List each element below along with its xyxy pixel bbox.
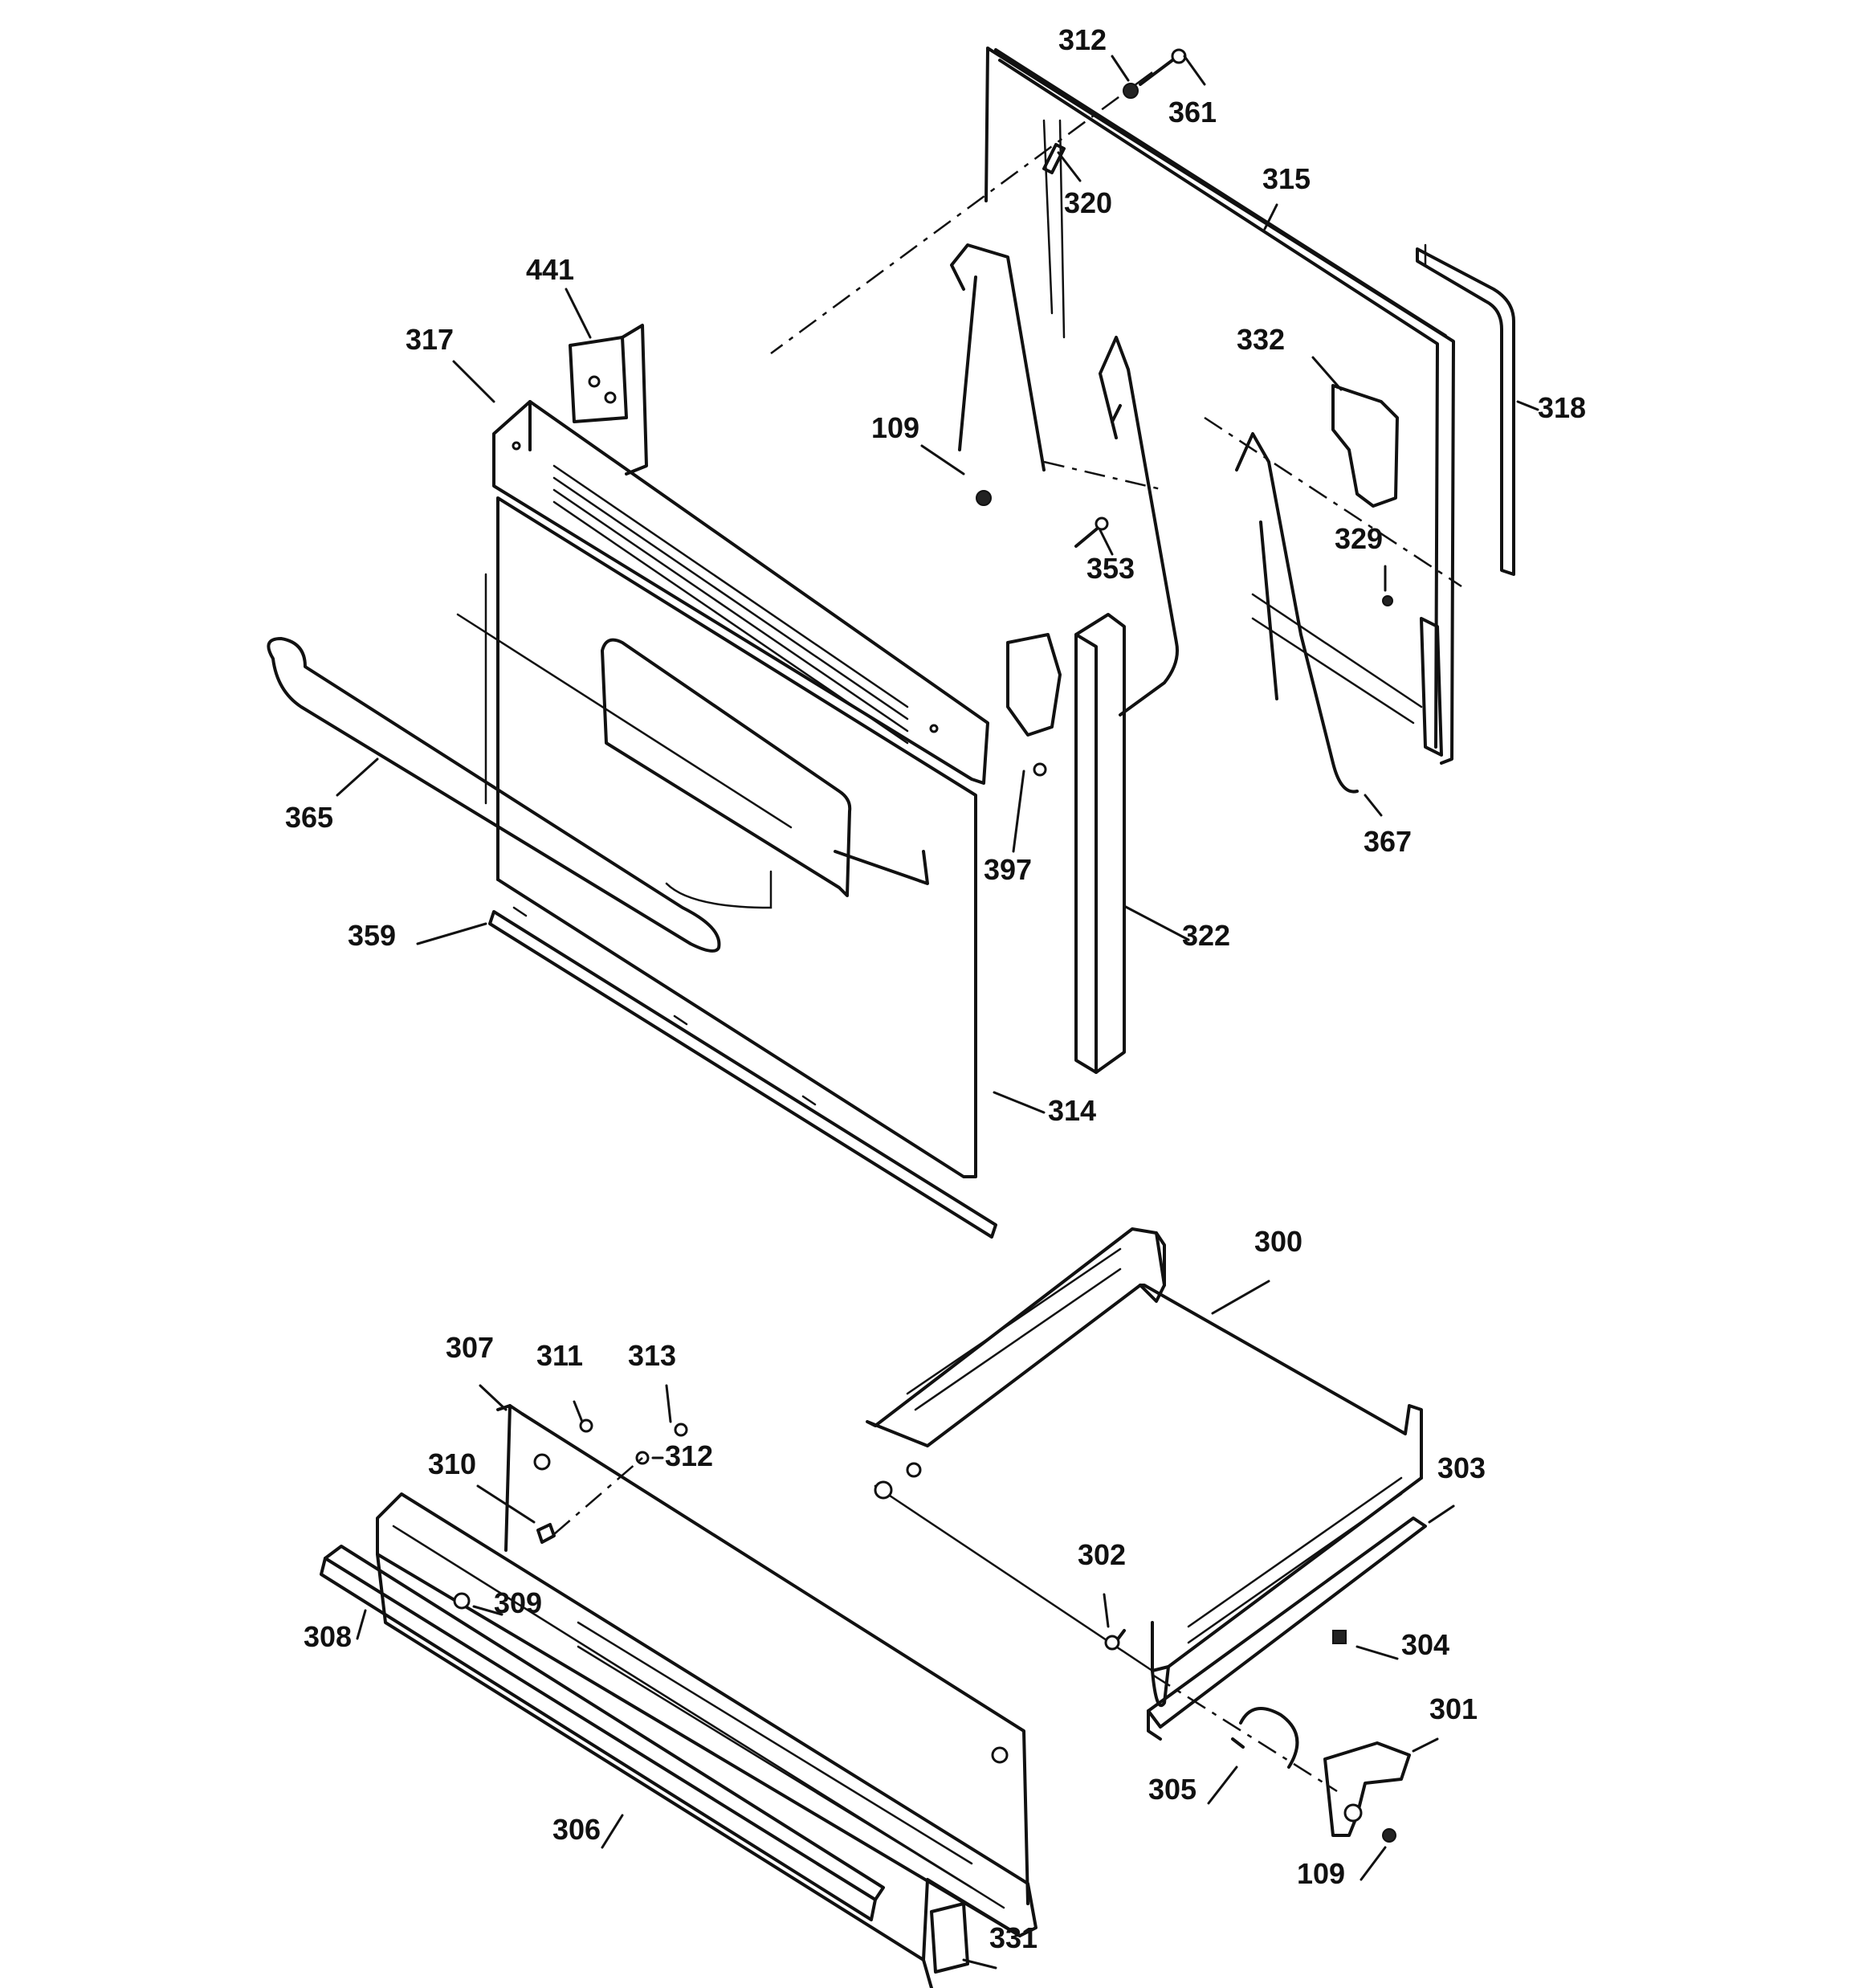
callout-308: 308 — [304, 1620, 352, 1653]
clip-304-icon — [1332, 1630, 1347, 1644]
callout-305: 305 — [1148, 1773, 1196, 1806]
hardware-drawer — [453, 1419, 688, 1610]
oven-door-314 — [456, 496, 977, 1178]
callout-397: 397 — [984, 853, 1032, 886]
nut-311-icon — [579, 1419, 593, 1433]
callout-314: 314 — [1048, 1094, 1096, 1127]
screw-353-icon — [1095, 516, 1109, 531]
screw-309-icon — [453, 1592, 471, 1610]
callout-306: 306 — [552, 1813, 601, 1846]
callout-322: 322 — [1182, 919, 1230, 952]
drawer-inner-panel-307 — [496, 1404, 1029, 1905]
drawer-slide-301 — [1104, 1629, 1411, 1843]
callout-332: 332 — [1237, 323, 1285, 356]
side-panel-322 — [1006, 613, 1126, 1074]
callout-441: 441 — [526, 253, 574, 286]
pin-302-icon — [1104, 1635, 1120, 1651]
drawer-rail-303 — [1147, 1517, 1427, 1741]
screw-329-icon — [1382, 595, 1393, 606]
callout-353: 353 — [1086, 552, 1135, 585]
callout-303: 303 — [1437, 1451, 1486, 1484]
hardware-top — [976, 48, 1393, 606]
callout-312-lower: 312 — [665, 1439, 713, 1472]
screw-313-icon — [674, 1423, 688, 1437]
callout-367: 367 — [1364, 825, 1412, 858]
callout-109-top: 109 — [871, 411, 919, 444]
drawer-front-306 — [376, 1492, 1037, 1988]
rack-support-367 — [950, 243, 1359, 794]
callout-315: 315 — [1262, 162, 1311, 195]
callout-109-lower: 109 — [1297, 1857, 1345, 1890]
callout-318: 318 — [1538, 391, 1586, 424]
nut-312-icon — [1123, 83, 1139, 99]
nut-109-icon — [976, 490, 992, 506]
callout-359: 359 — [348, 919, 396, 952]
screw-397-icon — [1033, 762, 1047, 777]
drawer-trim-308 — [320, 1545, 885, 1921]
pin-320-icon — [1042, 143, 1066, 174]
callout-304: 304 — [1401, 1628, 1449, 1661]
callout-361: 361 — [1168, 96, 1217, 129]
callout-labels: 312 361 320 315 441 317 332 318 109 353 … — [285, 23, 1586, 1954]
hinge-bracket-441 — [569, 324, 648, 476]
side-trim-318 — [1416, 243, 1515, 576]
callout-302: 302 — [1078, 1538, 1126, 1571]
door-bottom-trim-359 — [488, 906, 997, 1239]
callout-365: 365 — [285, 801, 333, 834]
door-handle-365 — [267, 637, 929, 953]
bracket-331 — [930, 1902, 969, 1974]
callout-313: 313 — [628, 1339, 676, 1372]
bracket-332 — [1331, 384, 1399, 508]
callout-312-top: 312 — [1058, 23, 1107, 56]
callout-317: 317 — [406, 323, 454, 356]
leader-lines — [336, 55, 1539, 1970]
callout-329: 329 — [1335, 522, 1383, 555]
callout-309: 309 — [494, 1586, 542, 1619]
callout-301: 301 — [1429, 1692, 1478, 1725]
clip-310-icon — [536, 1523, 556, 1544]
callout-331: 331 — [989, 1921, 1037, 1954]
callout-311: 311 — [536, 1339, 583, 1372]
callout-310: 310 — [428, 1447, 476, 1480]
nut-109-lower-icon — [1382, 1828, 1396, 1843]
callout-307: 307 — [446, 1331, 494, 1364]
callout-300: 300 — [1254, 1225, 1302, 1258]
callout-320: 320 — [1064, 186, 1112, 219]
door-vent-trim-317 — [492, 400, 989, 785]
